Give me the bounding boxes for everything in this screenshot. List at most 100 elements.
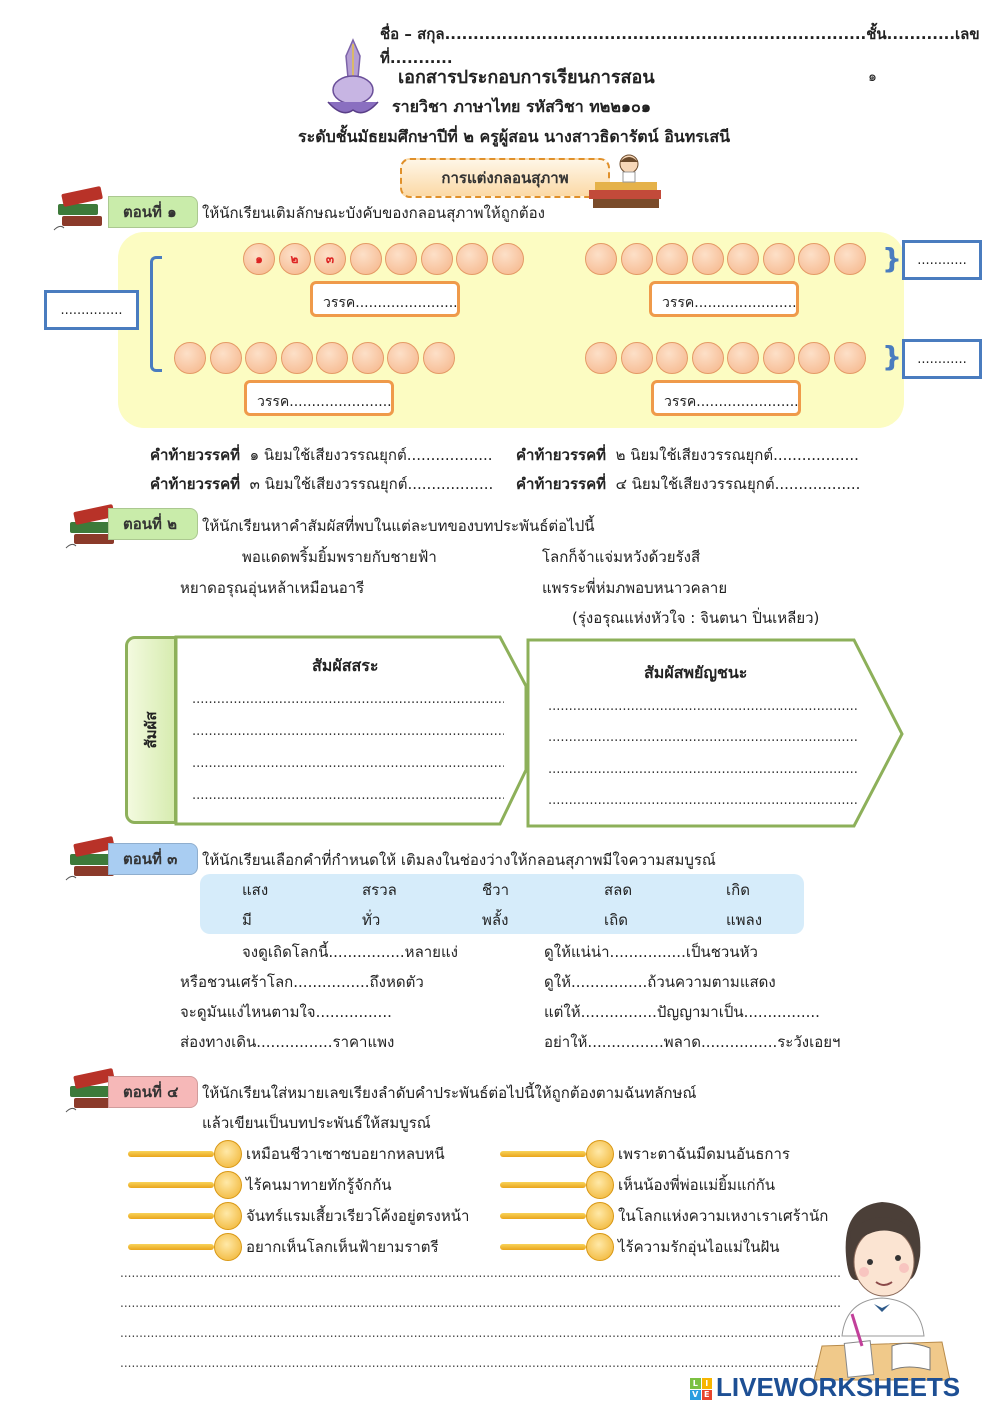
fill-blank-line[interactable]: อย่าให้................พลาด.............…: [544, 1033, 841, 1051]
wak-1-syllables: ๑๒๓: [243, 243, 524, 275]
vowel-rhyme-title: สัมผัสสระ: [312, 656, 379, 675]
syllable-circle: [351, 342, 384, 374]
sequence-item[interactable]: เห็นน้องพี่พ่อแม่ยิ้มแก่กัน: [500, 1171, 775, 1199]
consonant-rhyme-answer-line[interactable]: ........................................…: [548, 730, 858, 745]
poem-line: หยาดอรุณอุ่นหล้าเหมือนอารี: [180, 579, 365, 597]
page-number: ๑: [868, 69, 877, 85]
fill-blank-line[interactable]: จงดูเถิดโลกนี้................หลายแง่: [242, 943, 458, 961]
syllable-circle: ๑: [243, 243, 275, 275]
sequence-item[interactable]: จันทร์แรมเสี้ยวเรียวโค้งอยู่ตรงหน้า: [128, 1202, 469, 1230]
ending-rule-2[interactable]: คำท้ายวรรคที่ ๒ นิยมใช้เสียงวรรณยุกต์...…: [516, 443, 859, 467]
sequence-item-text: เพราะตาฉันมืดมนอันธการ: [618, 1145, 790, 1163]
consonant-rhyme-box: [526, 638, 904, 828]
ending-rule-label: คำท้ายวรรคที่: [150, 446, 241, 464]
section-1-tag: ตอนที่ ๑: [108, 196, 198, 228]
wak-4-syllables: [585, 342, 866, 374]
syllable-circle: [656, 342, 688, 374]
wak-4-name-field[interactable]: วรรค.........................: [651, 380, 801, 416]
ending-rule-label: คำท้ายวรรคที่: [150, 475, 241, 493]
cartoon-face-icon: [586, 1202, 614, 1230]
logo-letter: V: [690, 1389, 701, 1400]
order-number-blank[interactable]: [500, 1151, 586, 1157]
order-number-blank[interactable]: [500, 1213, 586, 1219]
bat-label-box-bottom[interactable]: ............: [902, 339, 982, 379]
logo-letter: I: [701, 1378, 712, 1389]
order-number-blank[interactable]: [128, 1244, 214, 1250]
stanza-label-box[interactable]: ...............: [44, 290, 139, 330]
topic-banner: การแต่งกลอนสุภาพ: [400, 158, 610, 198]
order-number-blank[interactable]: [500, 1244, 586, 1250]
wak-1-name-field[interactable]: วรรค.........................: [310, 281, 460, 317]
sequence-item[interactable]: ไร้คนมาทายทักรู้จักกัน: [128, 1171, 392, 1199]
level-teacher-line: ระดับชั้นมัธยมศึกษาปีที่ ๒ ครูผู้สอน นาง…: [298, 127, 731, 146]
rhyme-side-label: สัมผัส: [125, 636, 177, 824]
order-number-blank[interactable]: [128, 1213, 214, 1219]
sequence-item[interactable]: เหมือนชีวาเซาซบอยากหลบหนี: [128, 1140, 445, 1168]
bat-label-box-top[interactable]: ............: [902, 240, 982, 280]
bat-brace-bottom: }: [882, 340, 902, 373]
wak-3-name-field[interactable]: วรรค.........................: [244, 380, 394, 416]
cartoon-face-icon: [586, 1233, 614, 1261]
syllable-circle: [387, 342, 419, 374]
sequence-item[interactable]: อยากเห็นโลกเห็นฟ้ายามราตรี: [128, 1233, 439, 1261]
consonant-rhyme-answer-line[interactable]: ........................................…: [548, 762, 858, 777]
vowel-rhyme-answer-line[interactable]: ........................................…: [192, 692, 504, 707]
sequence-item-text: ไร้คนมาทายทักรู้จักกัน: [246, 1176, 392, 1194]
vowel-rhyme-box: [174, 635, 528, 826]
ending-rule-label: คำท้ายวรรคที่: [516, 446, 607, 464]
order-number-blank[interactable]: [128, 1182, 214, 1188]
wak-2-name-field[interactable]: วรรค.........................: [649, 281, 799, 317]
word-bank-item: แพลง: [726, 911, 763, 929]
syllable-circle: [174, 342, 206, 374]
ending-rule-label: คำท้ายวรรคที่: [516, 475, 607, 493]
ending-rule-text: ๒ นิยมใช้เสียงวรรณยุกต์.................…: [615, 446, 859, 464]
rhyme-side-label-text: สัมผัส: [142, 711, 160, 749]
syllable-circle: [316, 342, 348, 374]
answer-write-line[interactable]: ........................................…: [120, 1326, 840, 1340]
syllable-circle: [656, 243, 688, 275]
fill-blank-line[interactable]: แต่ให้................ปัญญามาเป็น.......…: [544, 1003, 820, 1021]
order-number-blank[interactable]: [128, 1151, 214, 1157]
sequence-item[interactable]: เพราะตาฉันมืดมนอันธการ: [500, 1140, 790, 1168]
fill-blank-line[interactable]: หรือชวนเศร้าโลก................ถึงหดตัว: [180, 973, 424, 991]
syllable-circle: [798, 342, 830, 374]
cartoon-face-icon: [214, 1233, 242, 1261]
poem-line: โลกก็จ้าแจ่มหวังด้วยรังสี: [542, 548, 701, 566]
books-icon: [65, 504, 115, 549]
answer-write-line[interactable]: ........................................…: [120, 1266, 840, 1280]
syllable-circle: [209, 342, 242, 374]
section-2-instruction: ให้นักเรียนหาคำสัมผัสที่พบในแต่ละบทของบท…: [202, 517, 595, 535]
order-number-blank[interactable]: [500, 1182, 586, 1188]
vowel-rhyme-answer-line[interactable]: ........................................…: [192, 756, 504, 771]
sequence-item[interactable]: ในโลกแห่งความเหงาเราเศร้านัก: [500, 1202, 828, 1230]
fill-blank-line[interactable]: ส่องทางเดิน................ราคาแพง: [180, 1033, 395, 1051]
name-class-number-line: ชื่อ – สกุล.............................…: [380, 25, 980, 67]
student-writing-illustration: [813, 1202, 951, 1381]
cartoon-face-icon: [214, 1202, 242, 1230]
syllable-circle: [245, 342, 277, 374]
vowel-rhyme-answer-line[interactable]: ........................................…: [192, 724, 504, 739]
ending-rule-3[interactable]: คำท้ายวรรคที่ ๓ นิยมใช้เสียงวรรณยุกต์...…: [150, 472, 493, 496]
sequence-item[interactable]: ไร้ความรักอุ่นไอแม่ในฝัน: [500, 1233, 780, 1261]
section-4-instruction-cont: แล้วเขียนเป็นบทประพันธ์ให้สมบูรณ์: [202, 1114, 431, 1132]
answer-write-line[interactable]: ........................................…: [120, 1356, 840, 1370]
fill-blank-line[interactable]: จะดูมันแง่ไหนตามใจ................: [180, 1003, 392, 1021]
word-bank-item: ชีวา: [482, 881, 510, 899]
vowel-rhyme-answer-line[interactable]: ........................................…: [192, 788, 504, 803]
answer-write-line[interactable]: ........................................…: [120, 1296, 840, 1310]
consonant-rhyme-answer-line[interactable]: ........................................…: [548, 699, 858, 714]
syllable-circle: [585, 243, 617, 275]
ending-rule-1[interactable]: คำท้ายวรรคที่ ๑ นิยมใช้เสียงวรรณยุกต์...…: [150, 443, 493, 467]
rhyme-arrow-shapes: [174, 635, 904, 828]
ending-rule-4[interactable]: คำท้ายวรรคที่ ๔ นิยมใช้เสียงวรรณยุกต์...…: [516, 472, 860, 496]
word-bank-item: พลั้ง: [482, 911, 509, 929]
school-emblem-icon: [327, 38, 379, 114]
syllable-circle: [620, 342, 653, 374]
syllable-circle: ๓: [314, 243, 346, 275]
word-bank-item: ทั่ว: [362, 911, 381, 929]
consonant-rhyme-answer-line[interactable]: ........................................…: [548, 793, 858, 808]
liveworksheets-logo-icon: L I V E: [690, 1378, 712, 1400]
fill-blank-line[interactable]: ดูให้................ถ้วนความตามแสดง: [544, 973, 776, 991]
fill-blank-line[interactable]: ดูให้แน่น่า................เป็นชวนหัว: [544, 943, 758, 961]
syllable-circle: [727, 243, 759, 275]
